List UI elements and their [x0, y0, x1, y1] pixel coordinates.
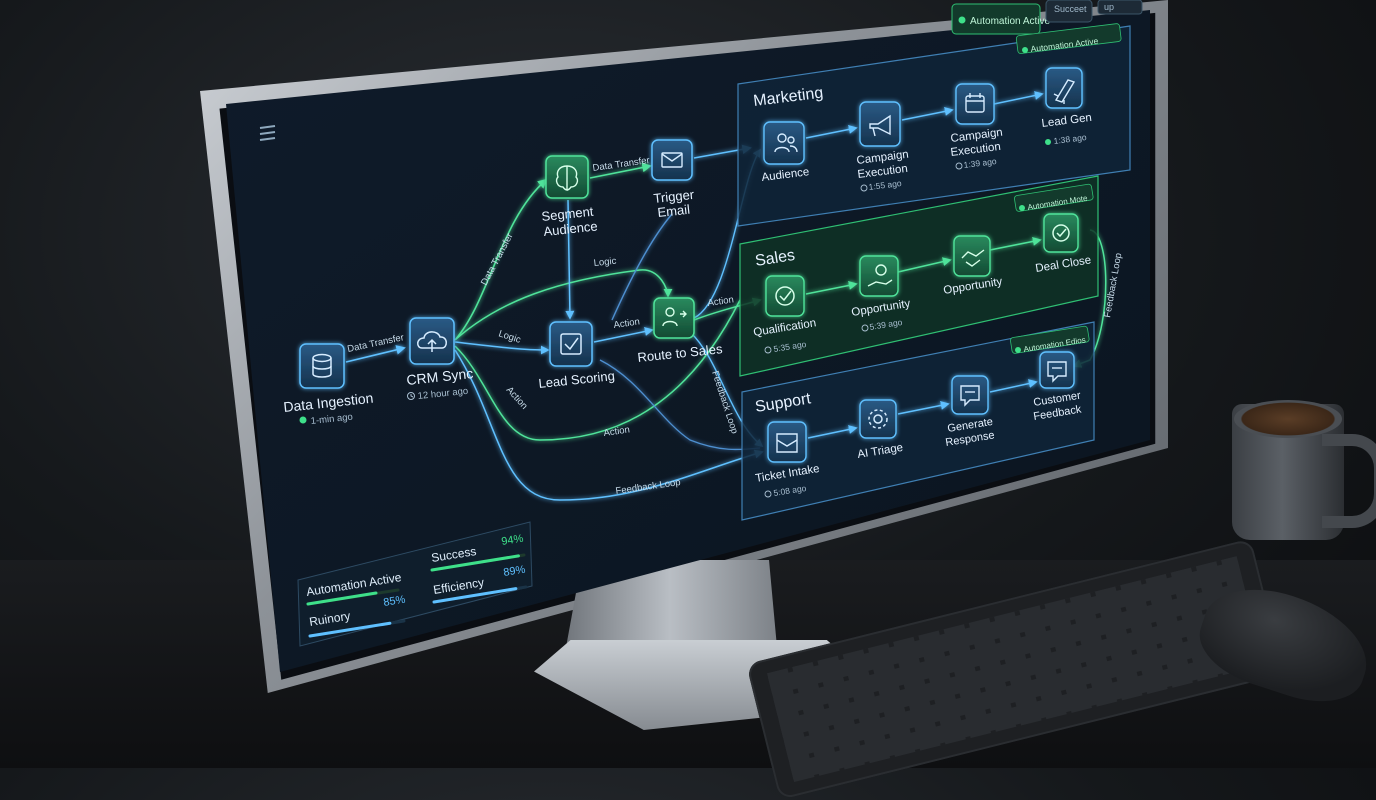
- group-edges: [807, 379, 1038, 439]
- mail-icon: [661, 152, 683, 168]
- edge-label: Action: [707, 294, 735, 309]
- success-tab[interactable]: [1045, 0, 1093, 23]
- status-dot-icon: [1045, 139, 1051, 145]
- edge-ingest-crm: [345, 345, 406, 363]
- node-meta: 1:38 ago: [1053, 132, 1087, 146]
- clock-icon: [860, 184, 868, 192]
- clock-icon: [764, 490, 772, 498]
- edge-crm-leadscore: [454, 341, 550, 355]
- group-status-badge: [1010, 325, 1090, 354]
- clock-icon: [861, 324, 869, 332]
- money-hand-icon: [867, 264, 893, 287]
- node-meta: 1-min ago: [310, 412, 353, 427]
- clock-icon: [407, 392, 415, 400]
- node-title: CRM Sync: [406, 365, 474, 388]
- database-icon: [312, 353, 332, 378]
- group-panel: [737, 25, 1131, 227]
- edge-leadscore-route: [593, 327, 654, 343]
- group-edges: [805, 236, 1042, 295]
- support-node-ai-triage[interactable]: AI Triage: [857, 399, 904, 461]
- node-meta: 12 hour ago: [417, 386, 469, 402]
- automation-workflow-screen: Automation Active Succeet up: [226, 0, 1150, 672]
- marketing-node-audience[interactable]: Audience: [761, 121, 810, 184]
- edge-feedback-loop: [454, 349, 764, 501]
- status-dot-icon: [1015, 347, 1021, 353]
- automation-active-text: Automation Active: [970, 16, 1050, 27]
- inbox-icon: [776, 433, 798, 453]
- checkbox-icon: [560, 333, 582, 355]
- node-title: Audience: [543, 218, 598, 239]
- clock-icon: [764, 346, 772, 354]
- group-marketing: Marketing Automation Active Audience: [737, 23, 1131, 227]
- group-status-badge: [1015, 23, 1122, 54]
- stats-panel: Automation Active Ruinory 85% Success 94…: [297, 521, 533, 647]
- up-tab-text: up: [1104, 2, 1114, 12]
- support-node-generate-response[interactable]: Generate Response: [945, 375, 996, 449]
- stat-efficiency-value: 89%: [503, 564, 527, 579]
- node-meta: 1:55 ago: [868, 178, 902, 192]
- stat-success-value: 94%: [501, 533, 525, 548]
- group-title: Sales: [754, 247, 796, 270]
- stats-panel-bg: [297, 521, 533, 647]
- stat-runtime-label: Ruinory: [308, 609, 351, 629]
- node-title: Email: [657, 202, 691, 220]
- edge-label: Action: [603, 424, 631, 439]
- handshake-icon: [961, 249, 985, 267]
- edge-logic-route: [454, 269, 673, 341]
- cloud-sync-icon: [417, 331, 447, 352]
- clock-icon: [955, 162, 963, 170]
- users-icon: [774, 133, 798, 153]
- runtime-bar: [308, 619, 406, 638]
- node-meta: 1:39 ago: [963, 156, 997, 170]
- node-title: Trigger: [653, 187, 696, 206]
- node-title: Segment: [541, 204, 595, 224]
- check-circle-icon: [775, 286, 795, 306]
- group-panel: [739, 175, 1099, 377]
- group-edges: [805, 91, 1044, 139]
- chat-icon: [960, 385, 980, 407]
- stat-runtime-value: 85%: [383, 594, 407, 609]
- node-title: Audience: [761, 166, 810, 184]
- edge-lower-merge: [599, 359, 761, 451]
- check-circle-icon: [1052, 224, 1070, 242]
- edge-action-loop: [454, 299, 741, 441]
- group-panel: [741, 321, 1095, 521]
- edge-segment-leadscore: [565, 199, 575, 320]
- marketing-node-campaign-execution-1[interactable]: Campaign Execution 1:55 ago: [856, 101, 909, 192]
- node-trigger-email[interactable]: Trigger Email: [651, 139, 696, 220]
- group-sales: Sales Automation Mote Qualification 5:35…: [739, 175, 1099, 377]
- efficiency-bar: [432, 585, 528, 604]
- rocket-icon: [1053, 79, 1076, 104]
- user-route-icon: [662, 307, 687, 327]
- group-status-badge: [1014, 183, 1094, 212]
- coffee-mug-top: [1234, 400, 1342, 438]
- success-bar: [430, 553, 526, 572]
- node-crm-sync[interactable]: CRM Sync 12 hour ago: [406, 317, 474, 402]
- status-dot-icon: [1022, 47, 1028, 53]
- edge-label: Action: [613, 316, 641, 331]
- edge-crm-segment: [454, 178, 548, 341]
- edge-segment-trigger: [589, 162, 652, 179]
- brain-icon: [555, 165, 579, 191]
- automation-active-bar: [306, 588, 400, 606]
- edge-label: Logic: [593, 256, 617, 269]
- hamburger-menu-icon[interactable]: [259, 125, 276, 141]
- calendar-icon: [965, 93, 985, 113]
- feedback-icon: [1047, 361, 1067, 383]
- megaphone-icon: [869, 114, 891, 137]
- status-dot-icon: [299, 416, 307, 424]
- success-tab-text: Succeet: [1054, 4, 1087, 14]
- automation-active-pill[interactable]: [951, 3, 1041, 35]
- gear-icon: [868, 409, 888, 429]
- group-support: Support Automation Edios Ticket Intake: [741, 321, 1095, 521]
- status-dot-icon: [958, 16, 966, 24]
- up-tab[interactable]: [1097, 0, 1143, 15]
- coffee-mug-handle: [1322, 434, 1376, 528]
- top-toolbar: Automation Active Succeet up: [951, 0, 1143, 35]
- node-segment-audience[interactable]: Segment Audience: [541, 155, 598, 239]
- edge-trigger-down: [611, 213, 673, 321]
- status-dot-icon: [1019, 205, 1025, 211]
